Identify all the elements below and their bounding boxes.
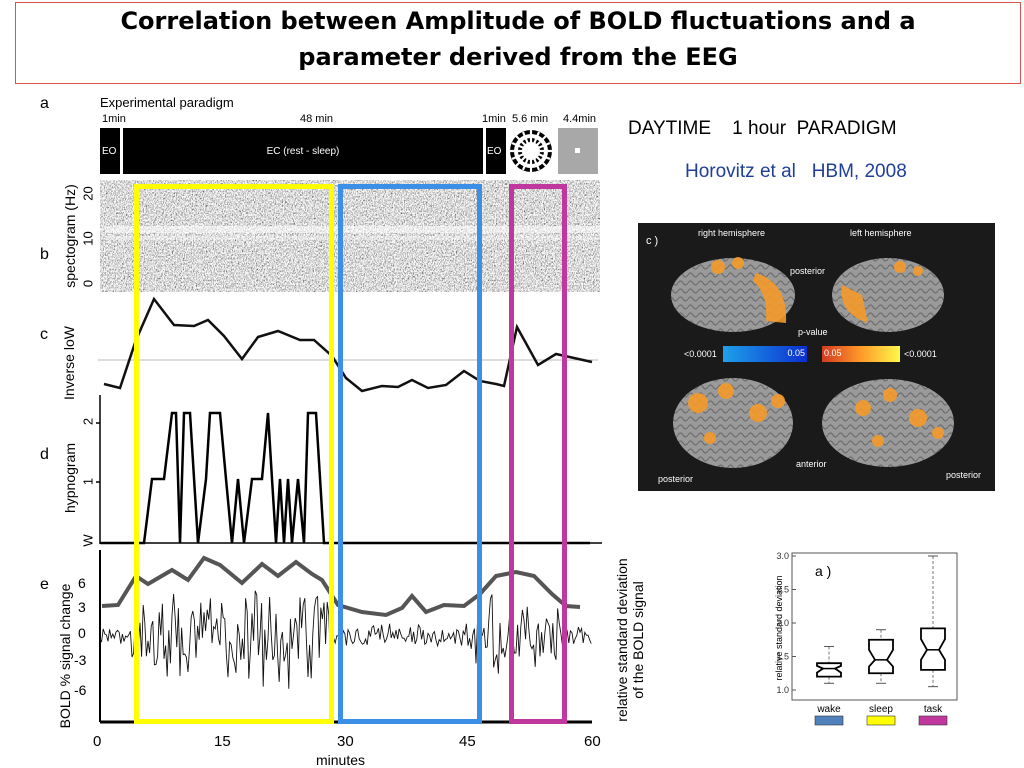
panel-letter-d: d [40,446,49,463]
spectogram-axis-label: spectogram (Hz) [62,184,78,288]
boxplot-chart: a ) relative standard deviation 3.0 2.5 2.… [774,551,958,726]
x-tick-0: 0 [93,733,102,750]
y-tick-label: 2.5 [776,585,789,595]
posterior-label-1: posterior [790,266,826,276]
hyp-tick-1: 1 [80,477,96,486]
x-tick-60: 60 [584,733,601,750]
hypnogram-trace [96,395,602,545]
spectrogram-image [100,180,600,292]
inverse-low-axis-label: Inverse loW [61,326,77,400]
relative-std-line2: of the BOLD signal [630,581,646,699]
brain-left-lateral [822,379,954,467]
category-swatch-sleep [866,715,896,726]
ec-label: EC (rest - sleep) [266,146,340,157]
spec-tick-20: 20 [80,186,96,201]
bold-tick-3: 3 [78,599,86,615]
brain-figure: c ) right hemisphere left hemisphere pos… [638,223,995,491]
category-swatch-task [918,715,948,726]
panel-letter-e: e [40,576,49,593]
x-tick-15: 15 [214,733,231,750]
paradigm-heading: Experimental paradigm [100,95,234,110]
bold-tick-6: 6 [78,575,86,591]
x-tick-30: 30 [337,733,354,750]
box-task [920,627,946,671]
checkerboard-stimulus [506,128,556,174]
y-tick-label: 2.0 [776,618,789,628]
ec-segment: EC (rest - sleep) [123,128,483,174]
yellow-highlight-box [134,184,334,724]
boxplot-title: a ) [815,563,831,579]
daytime-label: DAYTIME 1 hour PARADIGM [628,118,897,139]
pvalue-blue-high: 0.05 [787,348,805,358]
category-swatch-wake [814,715,844,726]
timing-label-1: 1min [102,113,126,125]
posterior-label-2: posterior [658,474,694,484]
spec-tick-0: 0 [80,279,96,288]
inverse-low-trace [98,296,598,393]
magenta-highlight-box [509,184,567,724]
eo-label-1: EO [102,146,117,157]
boxplot-panel: a ) relative standard deviation 3.0 2.5 2.… [767,548,962,730]
fixation-cross-icon [575,148,580,153]
hypnogram-axis-label: hypnogram [62,442,78,514]
panel-letter-c: c [40,326,48,343]
slide-title-box: Correlation between Amplitude of BOLD fl… [15,2,1021,84]
eo-label-2: EO [487,146,502,157]
y-tick-label: 1.0 [776,685,789,695]
relative-std-line1: relative standard deviation [614,558,630,722]
citation: Horovitz et al HBM, 2008 [685,161,907,182]
category-label-wake: wake [816,704,841,715]
pvalue-red-low: 0.05 [824,348,842,358]
y-tick-label: 3.0 [776,551,789,561]
bold-tick-neg3: -3 [74,652,87,668]
brain-renderings [671,257,954,468]
box-sleep [868,638,894,675]
spec-tick-10: 10 [80,231,96,246]
pvalue-blue-low: <0.0001 [684,349,717,359]
pvalue-label: p-value [798,327,828,337]
timing-label-2: 48 min [300,113,334,125]
hyp-tick-2: 2 [80,417,96,426]
eo-segment-2: EO [486,128,506,174]
brain-panel-label: c ) [646,235,659,247]
hyp-tick-w: W [80,534,96,547]
bold-tick-neg6: -6 [74,682,87,698]
box-wake [816,662,842,678]
blue-color-scale: 0.05 [723,346,807,362]
left-hemisphere-label: left hemisphere [850,228,912,238]
boxplot-frame [791,552,958,701]
fixation-segment [558,128,598,174]
anterior-label: anterior [796,459,827,469]
category-label-sleep: sleep [869,704,893,715]
x-axis-label: minutes [316,752,366,768]
category-label-task: task [924,704,943,715]
red-color-scale: 0.05 [822,346,900,362]
panel-letter-b: b [40,246,49,263]
slide-title-line1: Correlation between Amplitude of BOLD fl… [120,7,916,35]
bold-axis-label: BOLD % signal change [57,583,73,729]
panel-letter-a: a [40,95,49,112]
eo-segment-1: EO [100,128,120,174]
relative-std-axis-label: relative standard deviation of the BOLD … [614,550,646,730]
timing-label-4: 5.6 min [512,113,549,125]
y-tick-label: 1.5 [776,652,789,662]
bold-tick-0: 0 [78,625,86,641]
slide-title-line2: parameter derived from the EEG [298,43,738,71]
right-hemisphere-label: right hemisphere [698,228,766,238]
pvalue-red-high: <0.0001 [904,349,937,359]
posterior-label-3: posterior [946,470,982,480]
boxplot-ylabel: relative standard deviation [774,575,784,680]
timing-label-5: 4.4min [563,113,597,125]
blue-highlight-box [338,184,482,724]
timing-label-3: 1min [482,113,506,125]
x-tick-45: 45 [459,733,476,750]
